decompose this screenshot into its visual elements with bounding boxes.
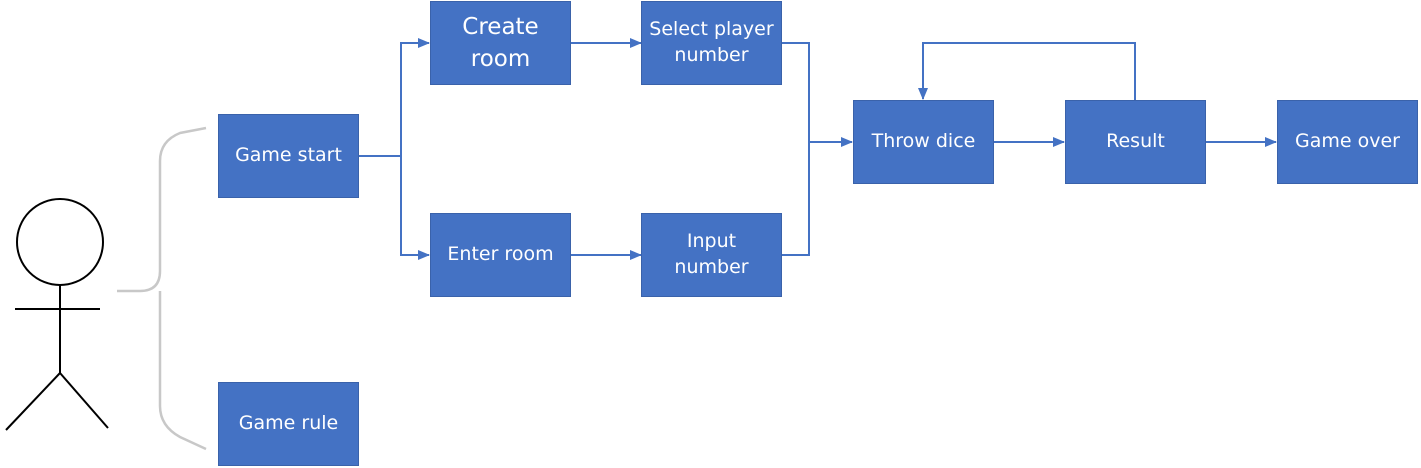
create-room-node[interactable]: Create room xyxy=(430,1,571,85)
game-start-node[interactable]: Game start xyxy=(218,114,359,198)
game-rule-node[interactable]: Game rule xyxy=(218,382,359,466)
enter-room-node[interactable]: Enter room xyxy=(430,213,571,297)
input-number-node[interactable]: Input number xyxy=(641,213,782,297)
connector-select-player-merge xyxy=(782,42,810,142)
throw-dice-node[interactable]: Throw dice xyxy=(853,100,994,184)
actor-brace xyxy=(117,126,207,451)
connectors xyxy=(359,38,1277,260)
game-over-node[interactable]: Game over xyxy=(1277,100,1418,184)
connector-game-start-create-room xyxy=(359,38,430,157)
result-node[interactable]: Result xyxy=(1065,100,1206,184)
connector-result-loop-throw-dice xyxy=(918,42,1136,100)
select-player-number-node[interactable]: Select player number xyxy=(641,1,782,85)
connector-input-number-merge xyxy=(782,142,810,256)
actor-stick-figure-icon xyxy=(5,198,109,431)
connector-game-start-enter-room xyxy=(400,156,430,260)
